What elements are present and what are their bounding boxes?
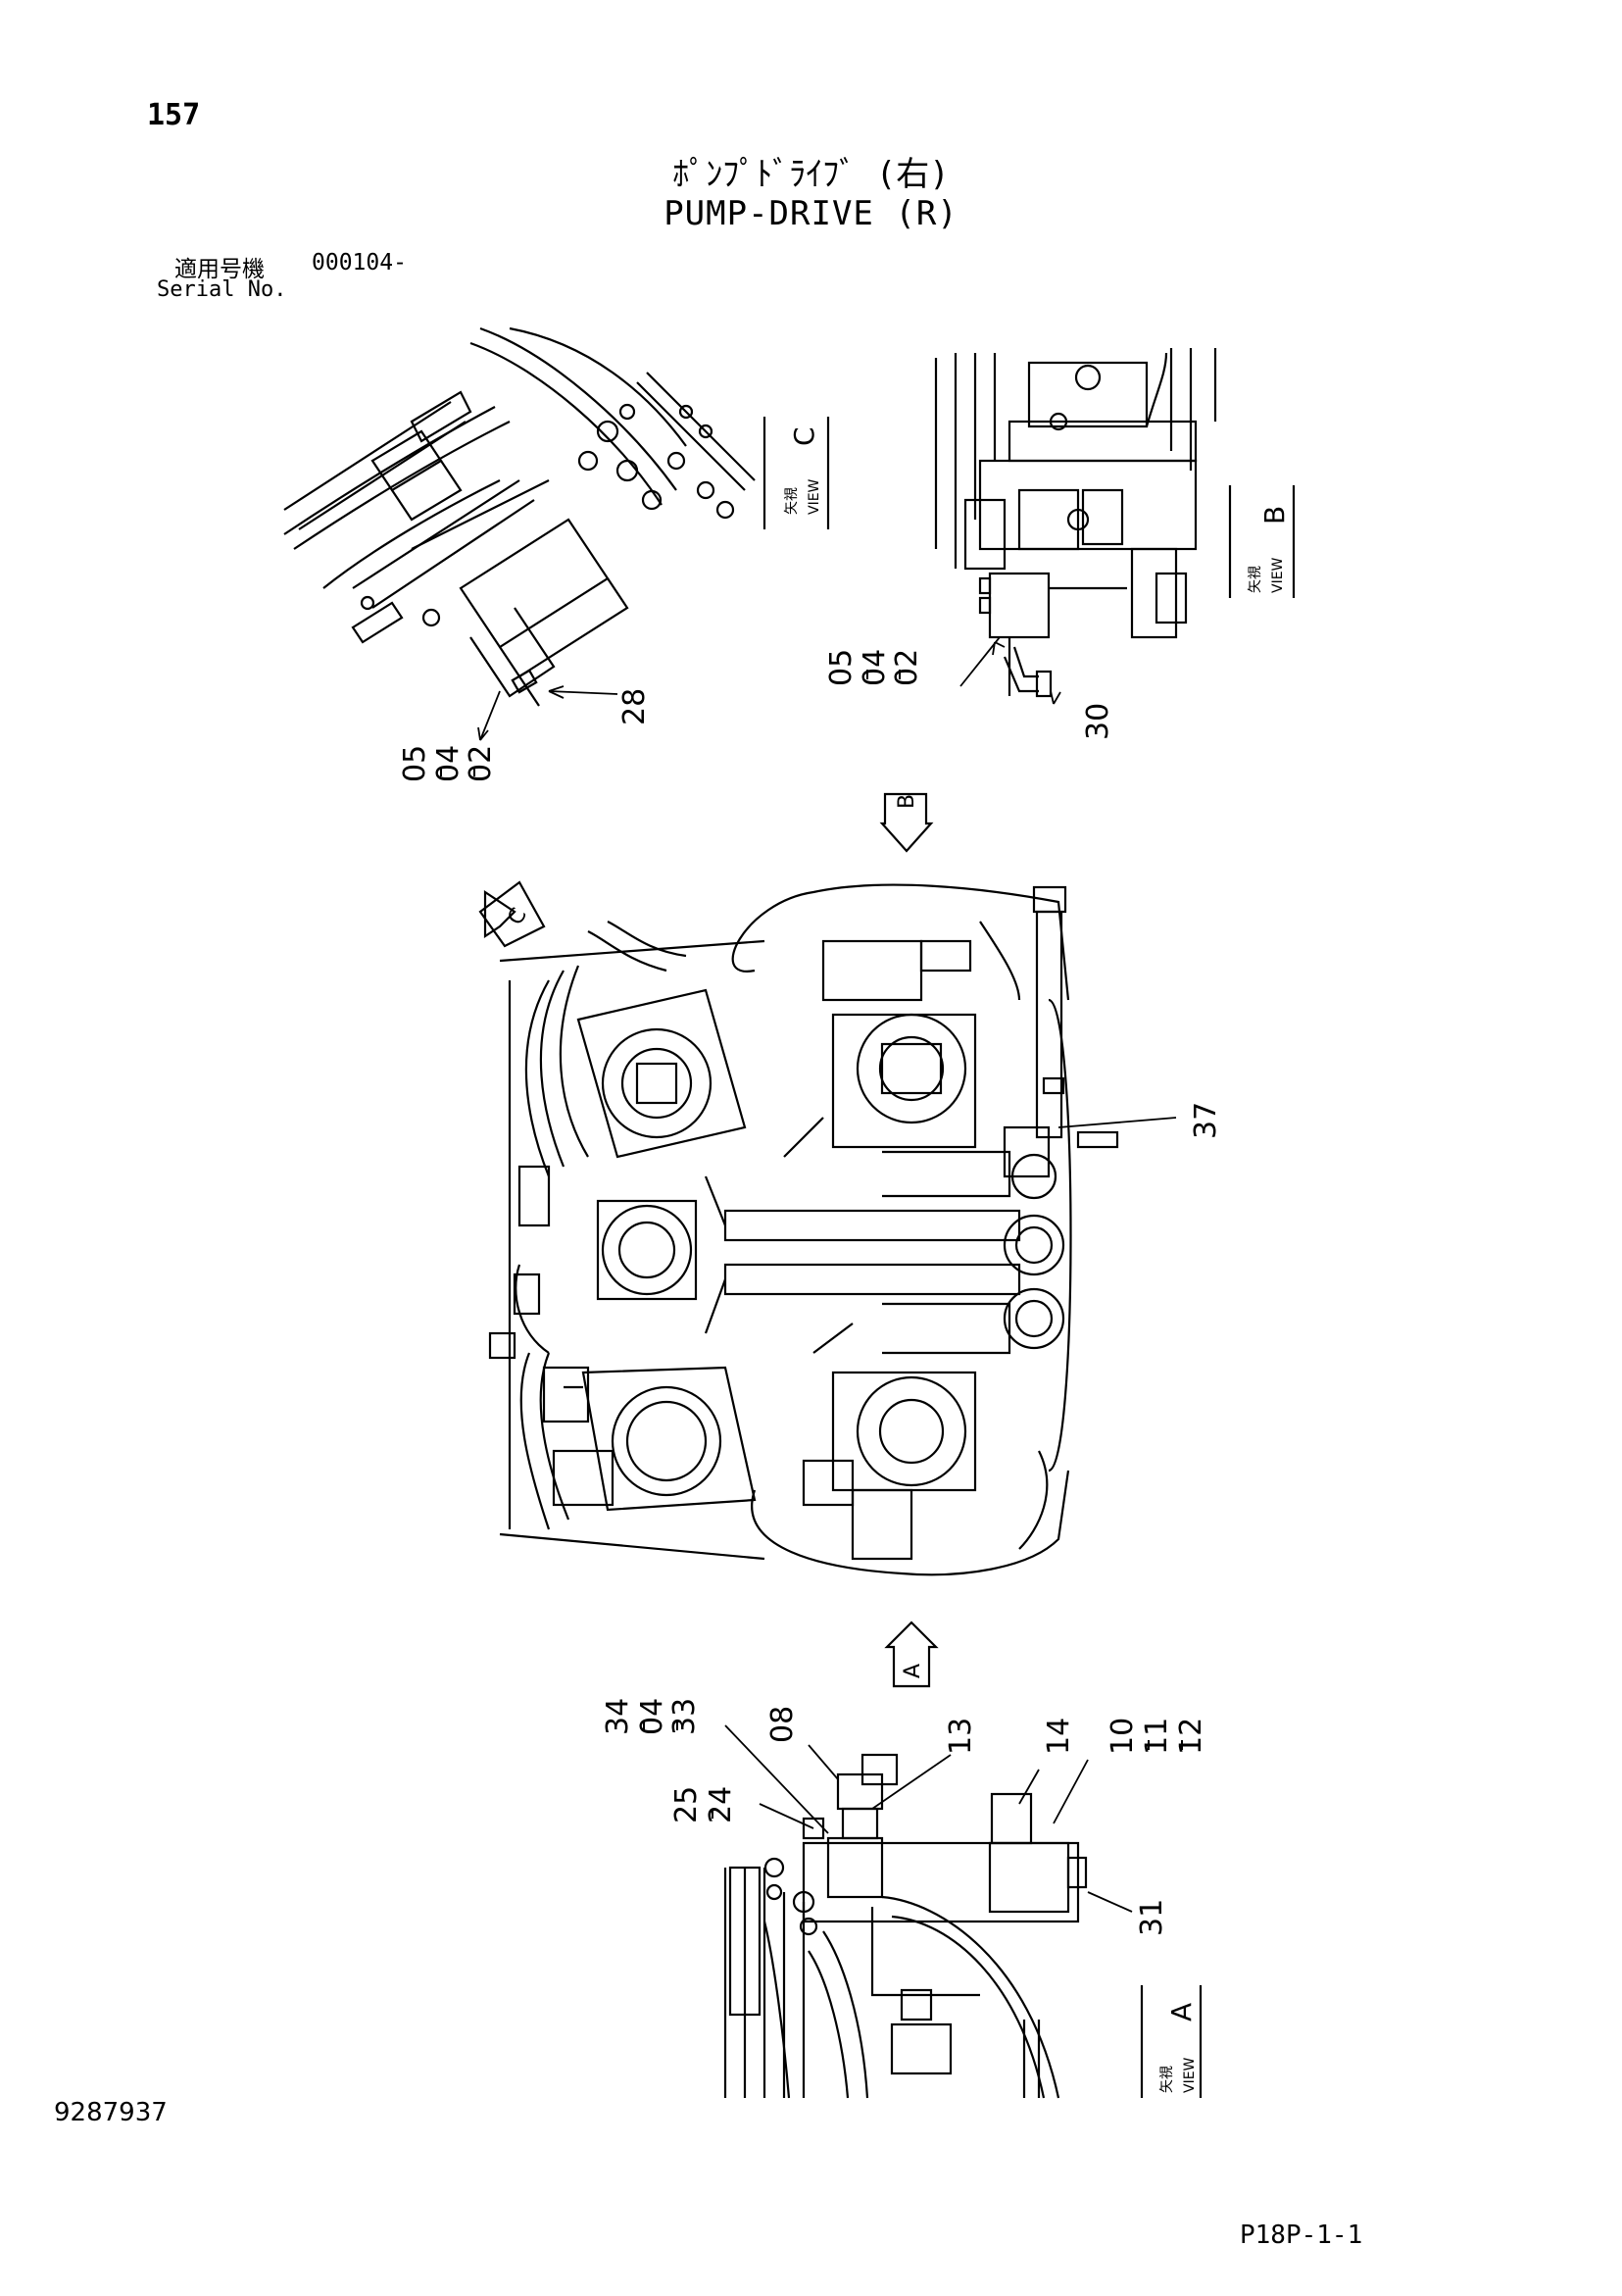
callout-13: 13 (944, 1718, 978, 1755)
arrow-b-letter: B (895, 794, 919, 809)
arrow-c: C (478, 880, 546, 948)
callout-37: 37 (1189, 1102, 1223, 1139)
serial-label-english: Serial No. (157, 277, 287, 302)
view-c-letter: C (788, 426, 820, 446)
arrow-a-letter: A (901, 1664, 925, 1678)
view-b-letter: B (1258, 506, 1291, 524)
view-c-detail (283, 326, 756, 707)
callouts: 28 05 04 02 05 04 02 30 37 34 04 33 08 1… (398, 649, 1223, 1936)
callout-08: 08 (765, 1706, 800, 1743)
leader-lines (477, 636, 1177, 1913)
view-a-en: VIEW (1182, 2057, 1198, 2093)
arrow-c-letter: C (504, 904, 532, 929)
callout-04-top-right: 04 (858, 649, 892, 686)
view-c-en: VIEW (807, 478, 822, 515)
callout-31: 31 (1135, 1899, 1169, 1936)
view-c-label: 矢視 VIEW C (762, 417, 830, 529)
page-code: P18P-1-1 (1240, 2221, 1363, 2250)
document-number: 9287937 (54, 2098, 168, 2127)
callout-14: 14 (1042, 1718, 1076, 1755)
view-a-jp: 矢視 (1159, 2066, 1175, 2093)
callout-34: 34 (601, 1698, 635, 1735)
arrow-b: B (879, 792, 934, 853)
callout-28: 28 (617, 688, 652, 725)
title-english: PUMP-DRIVE (R) (664, 194, 958, 233)
view-b-jp: 矢視 (1248, 566, 1263, 593)
callout-04-top-left: 04 (431, 745, 466, 782)
callout-10: 10 (1106, 1718, 1140, 1755)
callout-24: 24 (704, 1786, 738, 1823)
callout-05-top-right: 05 (824, 649, 859, 686)
callout-02-top-left: 02 (464, 745, 498, 782)
serial-label-japanese: 適用号機 (174, 257, 265, 282)
callout-30: 30 (1081, 703, 1115, 740)
callout-02-top-right: 02 (890, 649, 924, 686)
view-a-detail (723, 1753, 1088, 2099)
callout-11: 11 (1140, 1718, 1174, 1755)
page-number: 157 (147, 98, 201, 132)
view-b-en: VIEW (1270, 557, 1286, 593)
callout-25: 25 (669, 1786, 704, 1823)
title-japanese: ﾎﾟﾝﾌﾟﾄﾞﾗｲﾌﾞ (右) (672, 155, 950, 194)
callout-05-top-left: 05 (398, 745, 432, 782)
view-c-jp: 矢視 (784, 487, 800, 515)
callout-04-bottom: 04 (635, 1698, 669, 1735)
callout-33: 33 (667, 1698, 702, 1735)
main-assembly (488, 883, 1119, 1576)
view-a-letter: A (1165, 2003, 1198, 2021)
serial-value: 000104- (312, 250, 407, 275)
arrow-a: A (884, 1621, 939, 1688)
callout-dashes (440, 670, 1183, 1819)
view-a-label: 矢視 VIEW A (1140, 1985, 1203, 2098)
view-b-label: 矢視 VIEW B (1228, 485, 1296, 598)
view-b-detail (934, 348, 1217, 698)
callout-12: 12 (1174, 1718, 1208, 1755)
